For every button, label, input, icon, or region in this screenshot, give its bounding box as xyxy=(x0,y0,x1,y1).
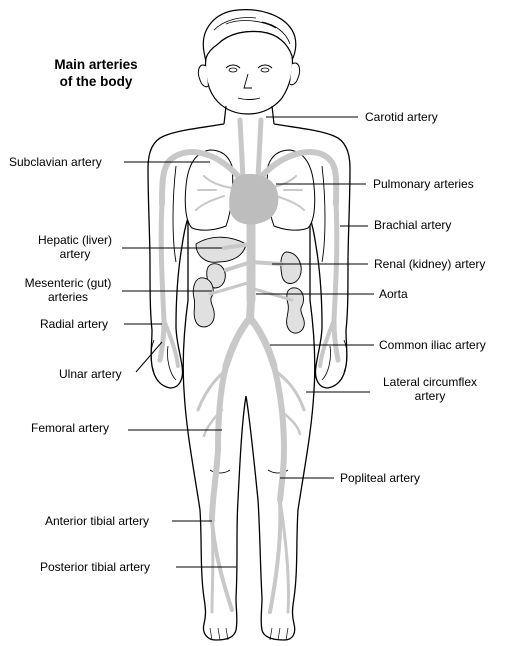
label-hepatic-line-1: Hepatic (liver) xyxy=(25,233,125,247)
left-intestine xyxy=(193,278,214,327)
title-line-1: Main arteries xyxy=(26,56,166,73)
label-renal-artery: Renal (kidney) artery xyxy=(374,257,485,271)
label-common-iliac-artery: Common iliac artery xyxy=(379,338,486,352)
label-aorta: Aorta xyxy=(379,287,408,301)
label-mesenteric-line-2: arteries xyxy=(14,290,122,304)
heart xyxy=(229,174,278,225)
label-hepatic-artery: Hepatic (liver) artery xyxy=(25,233,125,261)
label-subclavian-artery: Subclavian artery xyxy=(9,155,102,169)
head xyxy=(206,32,293,115)
label-carotid-artery: Carotid artery xyxy=(365,110,438,124)
label-posterior-tibial-artery: Posterior tibial artery xyxy=(40,560,150,574)
label-anterior-tibial-artery: Anterior tibial artery xyxy=(45,514,149,528)
label-femoral-artery: Femoral artery xyxy=(31,421,109,435)
label-radial-artery: Radial artery xyxy=(40,317,108,331)
label-brachial-artery: Brachial artery xyxy=(374,218,451,232)
label-pulmonary-arteries: Pulmonary arteries xyxy=(373,177,474,191)
label-mesenteric-arteries: Mesenteric (gut) arteries xyxy=(14,276,122,304)
label-lateral-circumflex-artery: Lateral circumflex artery xyxy=(372,375,488,403)
label-lateral-circumflex-line-1: Lateral circumflex xyxy=(372,375,488,389)
title-line-2: of the body xyxy=(26,73,166,90)
label-ulnar-artery: Ulnar artery xyxy=(59,367,122,381)
label-popliteal-artery: Popliteal artery xyxy=(340,471,420,485)
label-mesenteric-line-1: Mesenteric (gut) xyxy=(14,276,122,290)
label-lateral-circumflex-line-2: artery xyxy=(372,389,488,403)
diagram-title: Main arteries of the body xyxy=(26,56,166,90)
label-hepatic-line-2: artery xyxy=(25,247,125,261)
